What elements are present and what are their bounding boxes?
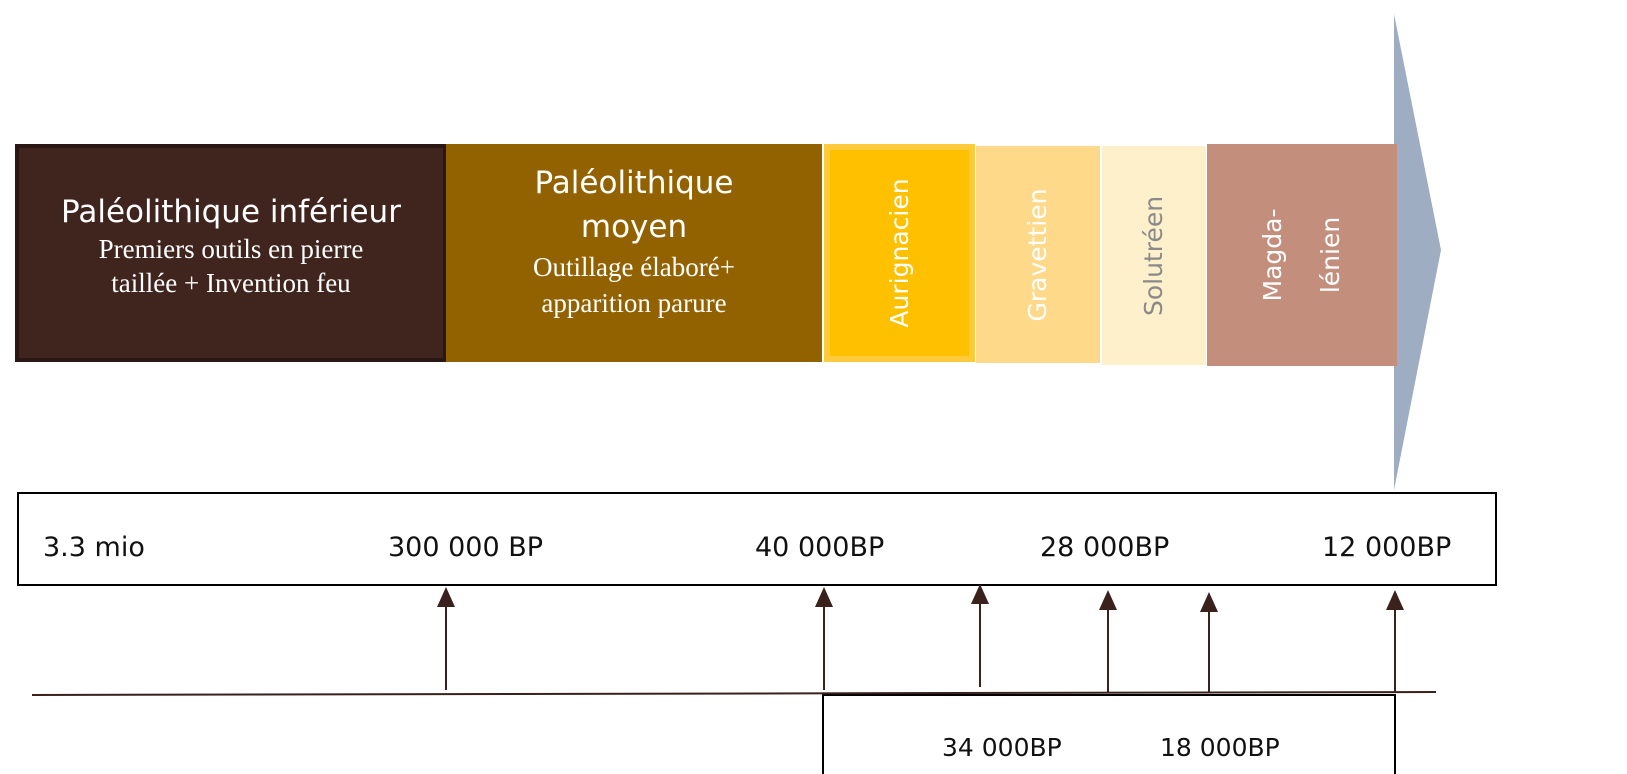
period-magdalenien: Magda- lénien <box>1207 144 1397 366</box>
period-paleolithique-moyen: Paléolithique moyen Outillage élaboré+ a… <box>446 144 822 362</box>
date-3-3-mio: 3.3 mio <box>43 532 145 563</box>
period-title: Paléolithique inférieur <box>61 194 401 230</box>
period-subtitle-line1: Outillage élaboré+ <box>533 252 735 282</box>
date-18000: 18 000BP <box>1160 733 1280 762</box>
period-label-line2: lénien <box>1316 216 1345 294</box>
period-label-line1: Magda- <box>1258 208 1287 302</box>
date-28000: 28 000BP <box>1040 532 1170 563</box>
date-12000: 12 000BP <box>1322 532 1452 563</box>
period-subtitle-line2: apparition parure <box>541 288 727 318</box>
main-dates-box <box>17 492 1497 586</box>
period-label: Aurignacien <box>884 178 914 328</box>
date-34000: 34 000BP <box>942 733 1062 762</box>
period-subtitle-line1: Premiers outils en pierre <box>98 234 364 264</box>
period-label: Magda- lénien <box>1244 209 1360 302</box>
period-title-line1: Paléolithique <box>534 165 734 201</box>
period-label: Solutréen <box>1139 195 1168 316</box>
period-title-line2: moyen <box>580 209 688 245</box>
period-subtitle-line2: taillée + Invention feu <box>111 268 351 298</box>
period-paleolithique-inferieur: Paléolithique inférieur Premiers outils … <box>15 144 447 362</box>
date-300000: 300 000 BP <box>388 532 544 563</box>
period-aurignacien: Aurignacien <box>824 144 975 362</box>
period-solutreen: Solutréen <box>1102 146 1206 365</box>
period-gravettien: Gravettien <box>976 146 1100 363</box>
date-40000: 40 000BP <box>755 532 885 563</box>
secondary-dates-box <box>822 694 1396 774</box>
period-label: Gravettien <box>1023 188 1052 321</box>
